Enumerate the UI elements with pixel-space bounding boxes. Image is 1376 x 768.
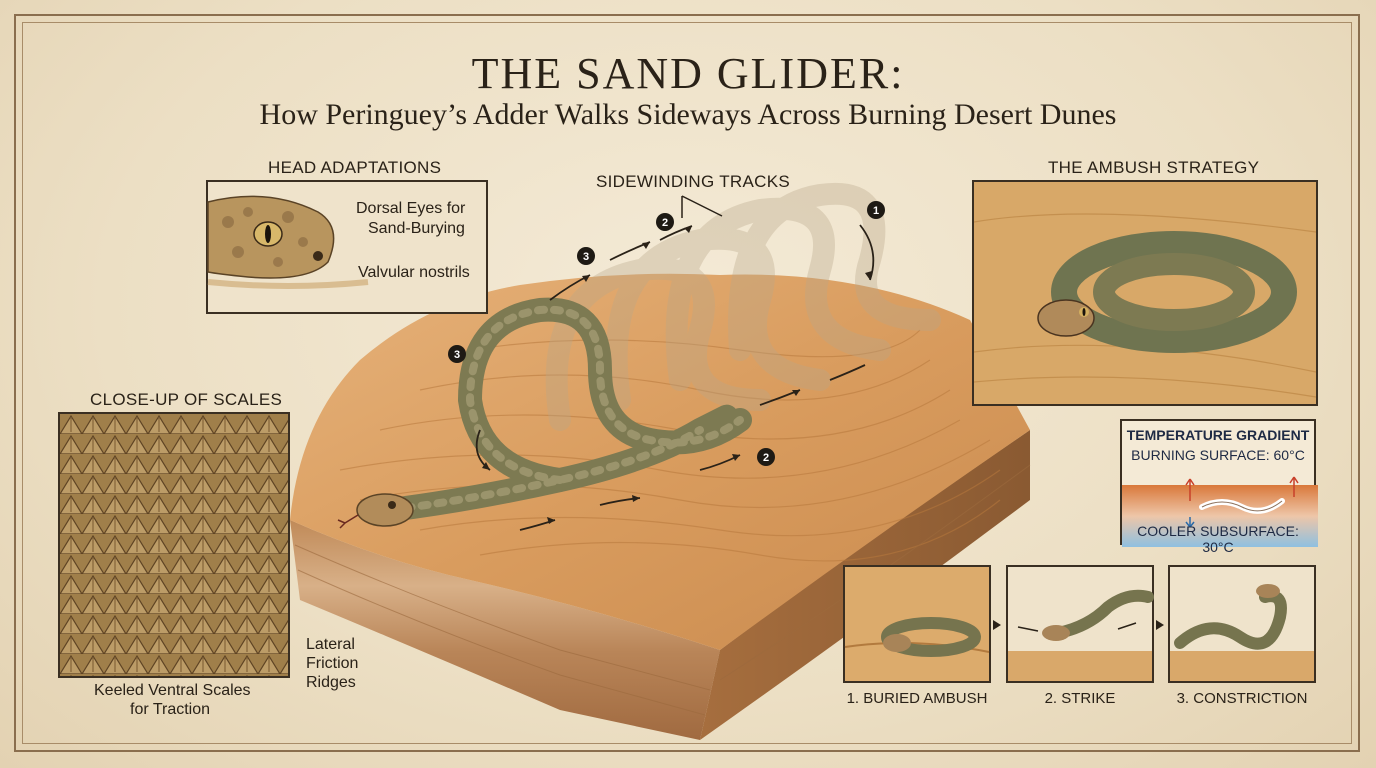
temperature-hot-label: BURNING SURFACE: 60°C [1131, 447, 1305, 463]
ambush-panel [972, 180, 1318, 406]
label-eyes-line1: Dorsal Eyes for [356, 200, 466, 217]
track-markers [448, 201, 885, 466]
step-1-panel [843, 565, 991, 683]
ghost-snake-loops [545, 182, 941, 431]
tracks-pointer [681, 195, 723, 218]
inner-border [22, 22, 1352, 744]
ambush-heading: THE AMBUSH STRATEGY [1048, 158, 1260, 177]
temperature-title: TEMPERATURE GRADIENT [1126, 427, 1310, 443]
buried-snake-scene [973, 182, 1317, 404]
temperature-panel: TEMPERATURE GRADIENT BURNING SURFACE: 60… [1120, 419, 1318, 555]
step-1-label: 1. BURIED AMBUSH [846, 690, 988, 707]
outer-border [14, 14, 1360, 752]
label-lateral-line1: Lateral [306, 636, 355, 653]
label-ventral-line2: for Traction [130, 701, 211, 718]
snake-head-closeup [207, 195, 369, 289]
scales-panel [58, 412, 290, 678]
label-eyes-line2: Sand-Burying [368, 220, 465, 237]
scales-heading: CLOSE-UP OF SCALES [90, 390, 283, 409]
arrow-heads [482, 226, 872, 524]
page-title: THE SAND GLIDER: [471, 49, 905, 98]
step-3-illustration [1170, 567, 1314, 681]
label-lateral-line3: Ridges [306, 674, 356, 691]
page-subtitle: How Peringuey’s Adder Walks Sideways Acr… [259, 98, 1117, 131]
head-panel [206, 180, 488, 314]
step-2-panel [1006, 565, 1154, 683]
snake-head [356, 493, 414, 527]
step-3-panel [1168, 565, 1316, 683]
tracks-heading: SIDEWINDING TRACKS [596, 172, 790, 191]
temperature-cool-label: COOLER SUBSURFACE: 30°C [1137, 523, 1299, 555]
label-nostrils: Valvular nostrils [358, 264, 470, 281]
head-heading: HEAD ADAPTATIONS [268, 158, 442, 177]
label-lateral-line2: Friction [306, 655, 359, 672]
step-1-illustration [844, 567, 990, 681]
step-3-label: 3. CONSTRICTION [1176, 690, 1308, 707]
step-2-label: 2. STRIKE [1044, 690, 1116, 707]
scales-texture [60, 414, 288, 676]
label-ventral-line1: Keeled Ventral Scales [94, 682, 251, 699]
temperature-bands [1122, 476, 1318, 547]
step-2-illustration [1008, 567, 1154, 681]
